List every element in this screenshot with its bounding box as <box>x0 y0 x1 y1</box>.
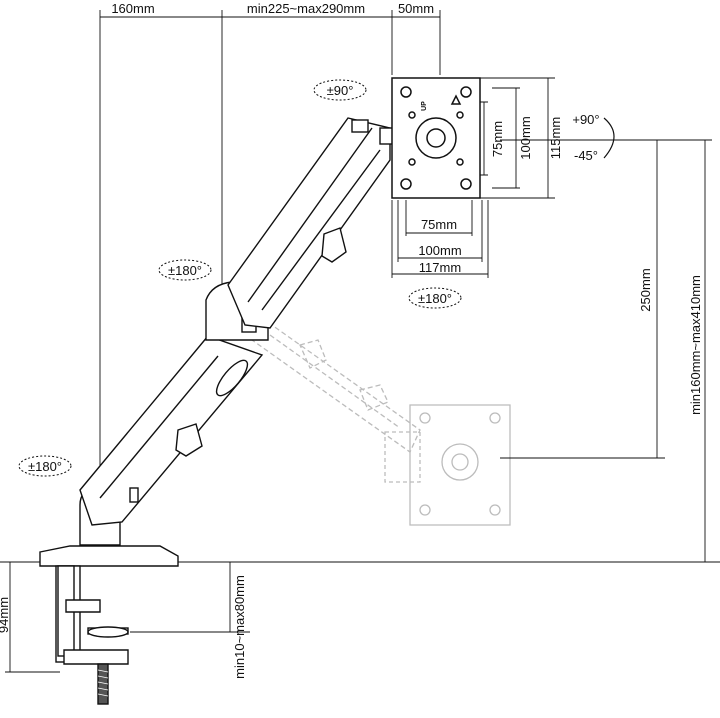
dim-vesa-inner-w: 75mm <box>421 217 457 232</box>
dim-plate-height: 115mm <box>548 117 563 159</box>
rot-tilt-down: -45° <box>574 148 598 163</box>
rot-head-swivel: ±90° <box>327 83 354 98</box>
dim-desk-setback: 160mm <box>111 1 154 16</box>
dim-height-range: min160mm~max410mm <box>688 275 703 415</box>
rot-elbow-swivel: ±180° <box>168 263 202 278</box>
dimension-lines <box>5 10 712 673</box>
dim-arm-travel: 250mm <box>638 268 653 311</box>
dim-vesa-outer-h: 100mm <box>518 116 533 159</box>
dim-arm-reach: min225~max290mm <box>247 1 365 16</box>
dim-vesa-inner-h: 75mm <box>490 121 505 157</box>
rot-tilt-up: +90° <box>572 112 599 127</box>
rot-plate-rotation: ±180° <box>418 291 452 306</box>
dim-desk-thickness: min10~max80mm <box>232 575 247 679</box>
plate-up-label: UP <box>421 101 428 111</box>
upper-arm <box>227 117 395 329</box>
desk-clamp <box>39 545 179 705</box>
rot-base-swivel: ±180° <box>28 459 62 474</box>
ghost-lowered-plate <box>384 404 511 526</box>
dim-plate-offset: 50mm <box>398 1 434 16</box>
lower-arm <box>79 335 264 526</box>
dim-plate-width: 117mm <box>419 260 461 275</box>
dim-clamp-depth: 94mm <box>0 597 11 633</box>
clamp-screw-thread <box>97 669 109 697</box>
dim-vesa-outer-w: 100mm <box>418 243 461 258</box>
rotation-arcs <box>18 79 615 477</box>
vesa-plate <box>391 77 481 199</box>
